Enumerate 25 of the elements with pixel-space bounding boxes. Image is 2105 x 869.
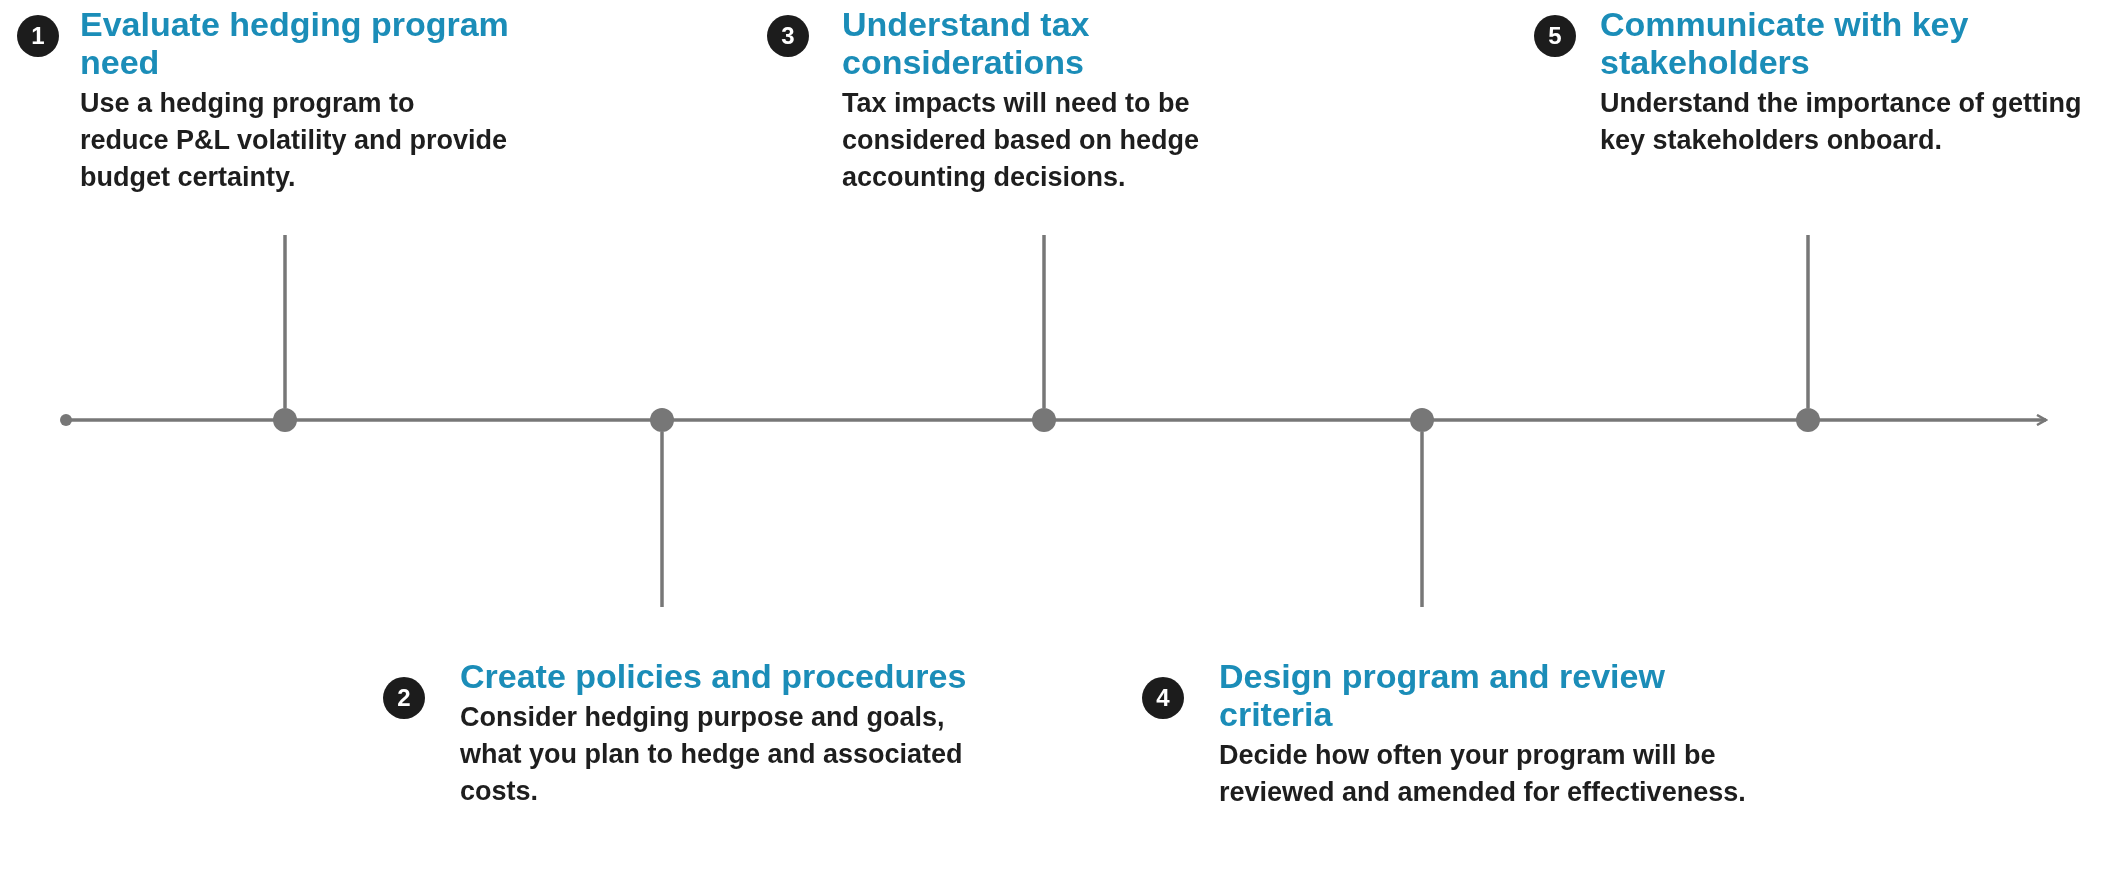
- timeline-point: [650, 408, 674, 432]
- step-description: Use a hedging program to reduce P&L volatility and provide budget certainty.: [80, 87, 509, 194]
- connector-line: [660, 432, 664, 607]
- step-description: Decide how often your program will be reviewed and amended for effectiveness.: [1219, 739, 1747, 809]
- connector-line: [1042, 235, 1046, 408]
- step-number-badge: 5: [1534, 15, 1576, 57]
- step-heading: Design program and review criteria: [1219, 657, 1666, 733]
- connector-line: [283, 235, 287, 408]
- timeline-point: [1410, 408, 1434, 432]
- step-number-badge: 1: [17, 15, 59, 57]
- step-number-badge: 4: [1142, 677, 1184, 719]
- connector-line: [1806, 235, 1810, 408]
- step-heading: Create policies and procedures: [460, 657, 968, 695]
- timeline-point: [1796, 408, 1820, 432]
- step-heading: Evaluate hedging program need: [80, 5, 510, 81]
- connector-line: [1420, 432, 1424, 607]
- step-description: Understand the importance of getting key stakeholders onboard.: [1600, 87, 2083, 157]
- step-heading: Understand tax considerations: [842, 5, 1091, 81]
- step-number-badge: 2: [383, 677, 425, 719]
- step-description: Consider hedging purpose and goals, what you plan to hedge and associated costs.: [460, 701, 964, 808]
- timeline-point: [273, 408, 297, 432]
- step-description: Tax impacts will need to be considered based on hedge accounting decisions.: [842, 87, 1201, 194]
- timeline-point: [1032, 408, 1056, 432]
- step-heading: Communicate with key stakeholders: [1600, 5, 1970, 81]
- step-number-badge: 3: [767, 15, 809, 57]
